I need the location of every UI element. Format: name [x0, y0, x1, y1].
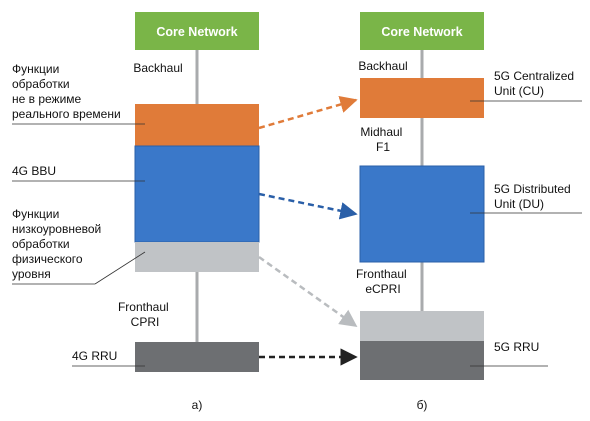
left-rru-label: 4G RRU — [72, 349, 117, 363]
left-rru-box — [135, 342, 259, 372]
left-low-phy-label: Функции низкоуровневой обработки физичес… — [12, 207, 105, 281]
left-low-phy-box — [135, 242, 259, 272]
right-rru-label: 5G RRU — [494, 340, 539, 354]
left-low-phy-leader-diag — [94, 251, 146, 285]
arrow-cu-mapping — [258, 95, 358, 130]
right-core-network-label: Core Network — [381, 25, 462, 39]
left-bbu-label: 4G BBU — [12, 164, 56, 178]
right-low-phy-box — [360, 311, 484, 341]
left-non-realtime-box — [135, 104, 259, 146]
left-core-network-box — [135, 12, 259, 50]
right-midhaul-label: Midhaul F1 — [360, 125, 405, 154]
right-cu-label: 5G Centralized Unit (CU) — [494, 69, 577, 98]
left-fronthaul-label: Fronthaul CPRI — [118, 300, 172, 329]
left-core-network-label: Core Network — [156, 25, 237, 39]
left-backhaul-label: Backhaul — [133, 61, 182, 75]
right-rru-box — [360, 341, 484, 380]
arrow-du-mapping — [258, 192, 358, 220]
right-fronthaul-label: Fronthaul eCPRI — [356, 267, 410, 296]
left-non-realtime-label: Функции обработки не в режиме реального … — [12, 62, 121, 121]
right-backhaul-label: Backhaul — [358, 59, 407, 73]
left-caption: а) — [192, 398, 203, 412]
right-cu-box — [360, 78, 484, 118]
left-bbu-box — [134, 145, 260, 243]
arrow-low-phy-mapping — [258, 255, 358, 328]
right-core-network-box — [360, 12, 484, 50]
right-caption: б) — [417, 398, 428, 412]
right-du-box — [359, 165, 485, 263]
right-du-label: 5G Distributed Unit (DU) — [494, 182, 574, 211]
